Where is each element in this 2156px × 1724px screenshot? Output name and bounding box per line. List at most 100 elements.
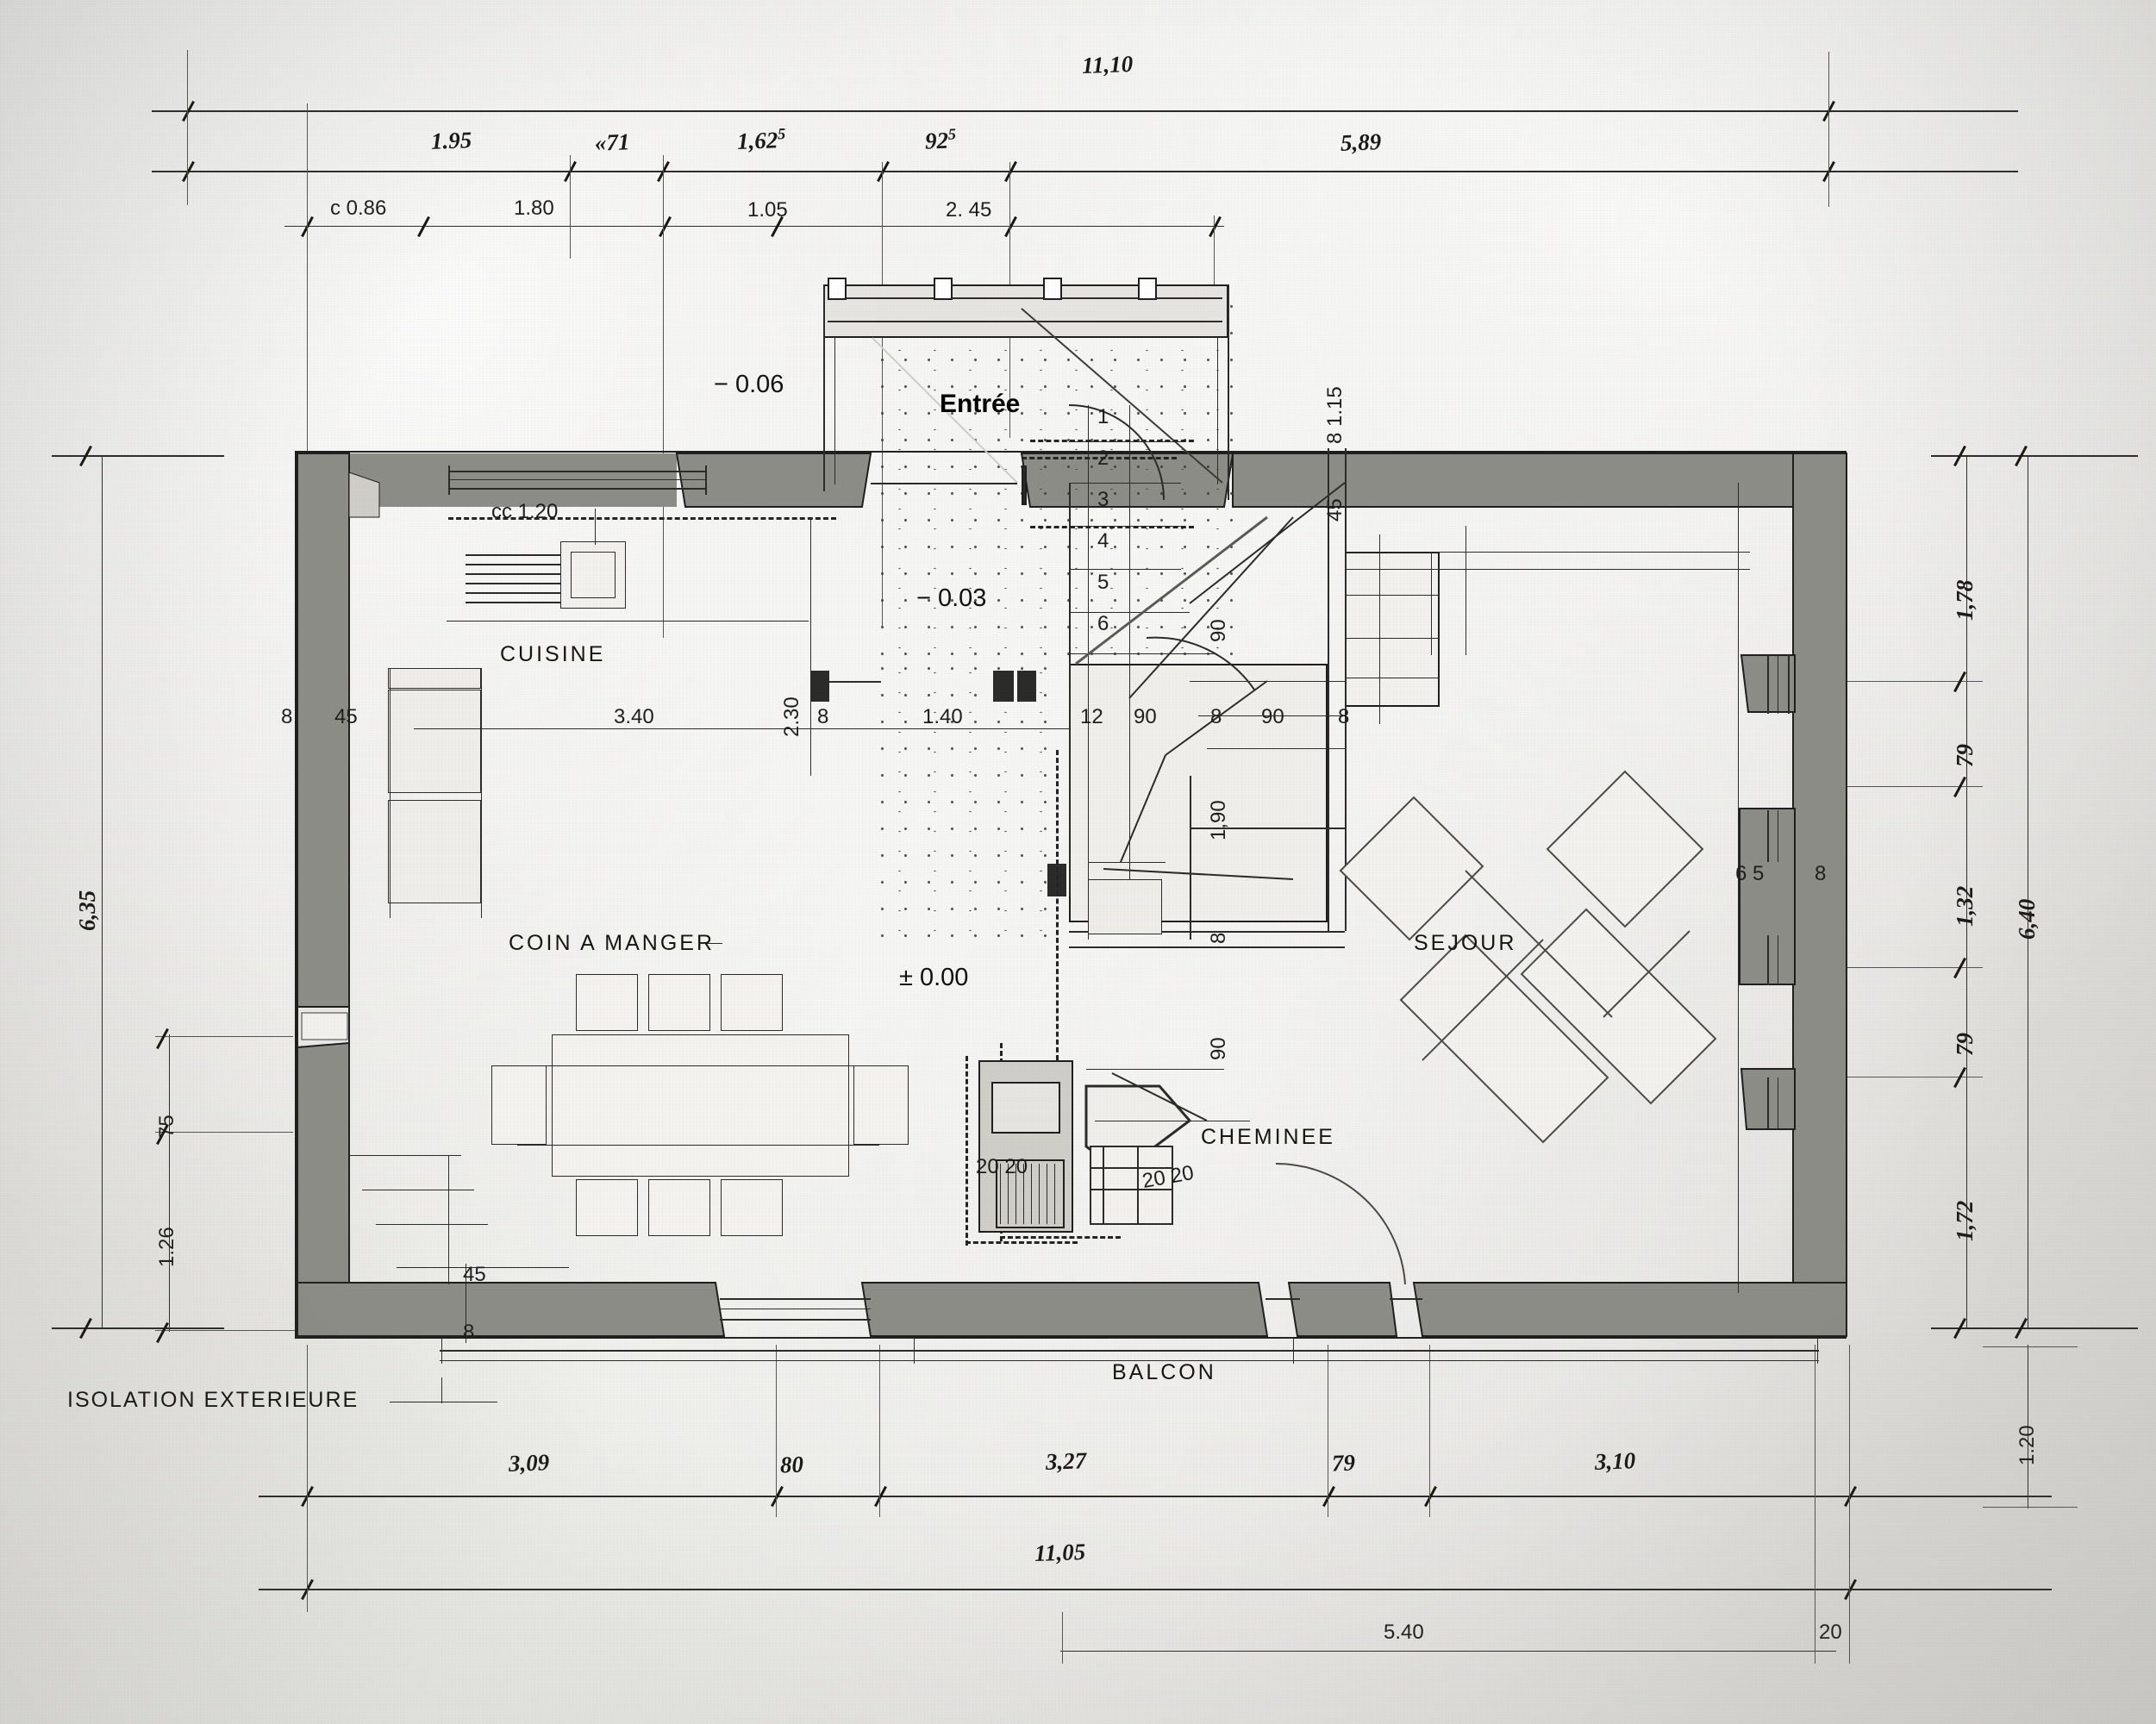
stair-step-1: 1 <box>1097 405 1109 428</box>
dim-top3-1: c 0.86 <box>330 197 387 220</box>
dim-line-left-6-35 <box>102 455 103 1329</box>
dim-bot-3-10: 3,10 <box>1594 1447 1636 1475</box>
dim-bot-80: 80 <box>779 1451 804 1478</box>
dim-top-overall: 11,10 <box>1081 50 1134 79</box>
dim-right-79a: 79 <box>1952 744 1978 767</box>
dining-chair <box>721 1179 783 1236</box>
ann-bot-45: 45 <box>463 1263 486 1286</box>
dining-chair <box>853 1065 909 1145</box>
dim-left-75: 75 <box>155 1115 178 1138</box>
ann-stair-90a: 90 <box>1134 705 1157 728</box>
dim-bot-3-27: 3,27 <box>1045 1447 1087 1475</box>
ann-stair-90b: 90 <box>1261 705 1284 728</box>
ann-vert-90b: 90 <box>1207 1037 1230 1060</box>
stair-step-6: 6 <box>1097 612 1109 635</box>
room-label-sejour: SEJOUR <box>1414 931 1517 955</box>
dim-right-1-20: 1.20 <box>2015 1425 2039 1465</box>
stair-step-2: 2 <box>1097 447 1109 470</box>
ann-vert-190: 1,90 <box>1207 800 1230 840</box>
room-label-cuisine: CUISINE <box>500 642 606 666</box>
ann-kitchen-340: 3.40 <box>614 705 654 728</box>
dim-top3-2: 1.80 <box>514 197 554 220</box>
dining-chair <box>721 974 783 1031</box>
ann-sej-8: 8 <box>1815 862 1827 885</box>
ann-bot-8: 8 <box>463 1321 475 1344</box>
ann-chim-2020b: 20 20 <box>1140 1160 1196 1194</box>
note-isolation-exterieure: ISOLATION EXTERIEURE <box>67 1388 359 1412</box>
level-main: ± 0.00 <box>899 964 969 991</box>
dim-right-1-32: 1,32 <box>1952 885 1978 927</box>
dim-top2-2: «71 <box>594 128 630 156</box>
ann-cc-120: cc 1.20 <box>491 500 559 523</box>
dim-top2-3: 1,625 <box>736 125 786 154</box>
dim-line-left-top <box>52 455 224 457</box>
dim-line-right-detail <box>1966 455 1967 1329</box>
dining-chair <box>648 1179 710 1236</box>
dim-right-1-72: 1,72 <box>1952 1200 1978 1241</box>
entry-paving <box>871 293 1233 664</box>
dim-bottom-5-40: 5.40 <box>1384 1621 1424 1644</box>
dim-top2-4: 925 <box>924 125 957 154</box>
ann-chim-2020a: 20 20 <box>976 1155 1028 1178</box>
dim-top3-3: 1.05 <box>747 198 788 222</box>
room-label-balcon: BALCON <box>1112 1360 1216 1384</box>
dim-bot-3-09: 3,09 <box>508 1449 550 1477</box>
dim-top3-4: 2. 45 <box>946 198 992 222</box>
dim-line-bottom-1 <box>259 1496 2052 1497</box>
kitchen-counter-b <box>388 800 481 903</box>
kitchen-hob <box>466 552 560 603</box>
hall-paving <box>871 655 1056 948</box>
dining-chair <box>648 974 710 1031</box>
dim-line-top-overall <box>152 110 2018 112</box>
ann-stair-12: 12 <box>1080 705 1103 728</box>
dim-line-top-2 <box>152 171 2018 172</box>
ann-hall-8a: 8 <box>817 705 829 728</box>
balcony-edge <box>440 1350 1819 1352</box>
dining-table <box>552 1034 849 1177</box>
ann-vert-8d: 8 <box>1207 932 1230 944</box>
ann-wall-45-left: 45 <box>334 705 358 728</box>
dining-chair <box>491 1065 547 1145</box>
dim-right-79b: 79 <box>1952 1033 1978 1056</box>
kitchen-counter-a <box>388 690 481 793</box>
dim-bottom-20: 20 <box>1819 1621 1842 1644</box>
level-hall: − 0.03 <box>916 584 987 612</box>
stair-step-3: 3 <box>1097 488 1109 511</box>
dim-right-6-40: 6,40 <box>2014 898 2040 940</box>
ann-kitchen-230: 2.30 <box>780 696 803 737</box>
stair-step-4: 4 <box>1097 529 1109 553</box>
ann-right-8-115: 8 1.15 <box>1323 386 1347 444</box>
level-entree: − 0.06 <box>714 371 784 398</box>
ann-sej-65: 6 5 <box>1735 862 1765 885</box>
ann-vert-90a: 90 <box>1207 619 1230 642</box>
ann-wall-8-left: 8 <box>281 705 293 728</box>
under-stair-closet <box>1088 879 1162 934</box>
room-label-entree: Entrée <box>940 390 1021 418</box>
room-label-coin-a-manger: COIN A MANGER <box>509 931 716 955</box>
stair-step-5: 5 <box>1097 571 1109 594</box>
dim-left-1-26: 1.26 <box>155 1227 178 1267</box>
kitchen-dim-base <box>414 728 1164 729</box>
dim-right-1-78: 1,78 <box>1952 579 1978 621</box>
dim-line-bottom-5-40 <box>1060 1651 1836 1652</box>
dim-bottom-overall: 11,05 <box>1034 1538 1086 1567</box>
ann-stair-8b: 8 <box>1210 705 1222 728</box>
ann-stair-8c: 8 <box>1338 705 1350 728</box>
stair-landing <box>1345 552 1440 707</box>
dim-bot-79: 79 <box>1331 1449 1356 1477</box>
room-label-cheminee: CHEMINEE <box>1201 1125 1335 1149</box>
dim-line-left-bottom <box>52 1327 224 1329</box>
dim-line-bottom-overall <box>259 1589 2052 1590</box>
dining-chair <box>576 1179 638 1236</box>
ann-right-45: 45 <box>1323 498 1347 522</box>
ann-hall-140: 1.40 <box>922 705 963 728</box>
dining-chair <box>576 974 638 1031</box>
entry-canopy <box>823 284 1228 338</box>
chimney-hatch <box>1000 1164 1060 1224</box>
dim-top2-1: 1.95 <box>430 127 472 154</box>
